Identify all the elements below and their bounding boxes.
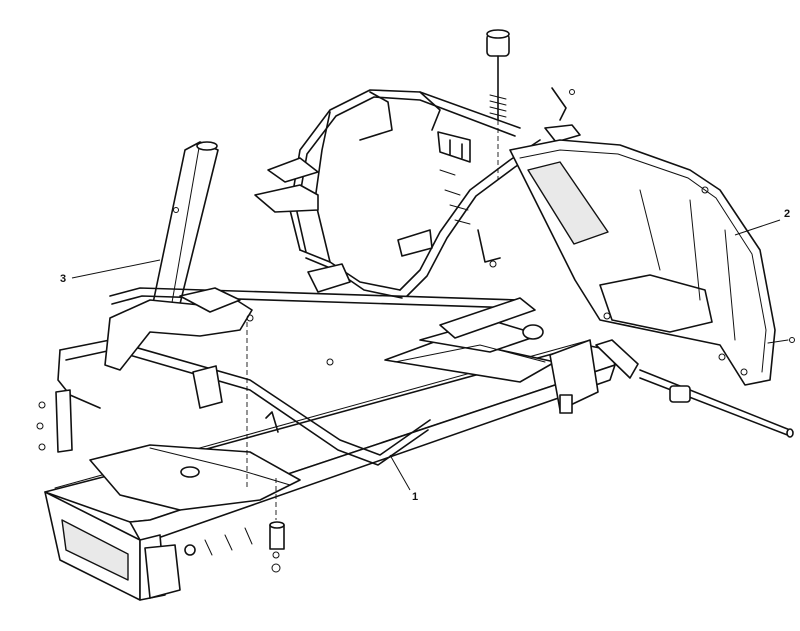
callout-1: 1 [389, 454, 418, 503]
rear-side-panel [509, 139, 795, 386]
callout-label-3: 3 [60, 273, 66, 285]
callout-2: 2 [734, 208, 790, 236]
roll-cage [254, 89, 581, 299]
seat-bump-stop [486, 29, 575, 121]
callout-label-2: 2 [784, 208, 790, 220]
main-chassis-frame [36, 120, 794, 601]
callout-label-1: 1 [412, 491, 418, 503]
callout-3: 3 [60, 259, 161, 285]
